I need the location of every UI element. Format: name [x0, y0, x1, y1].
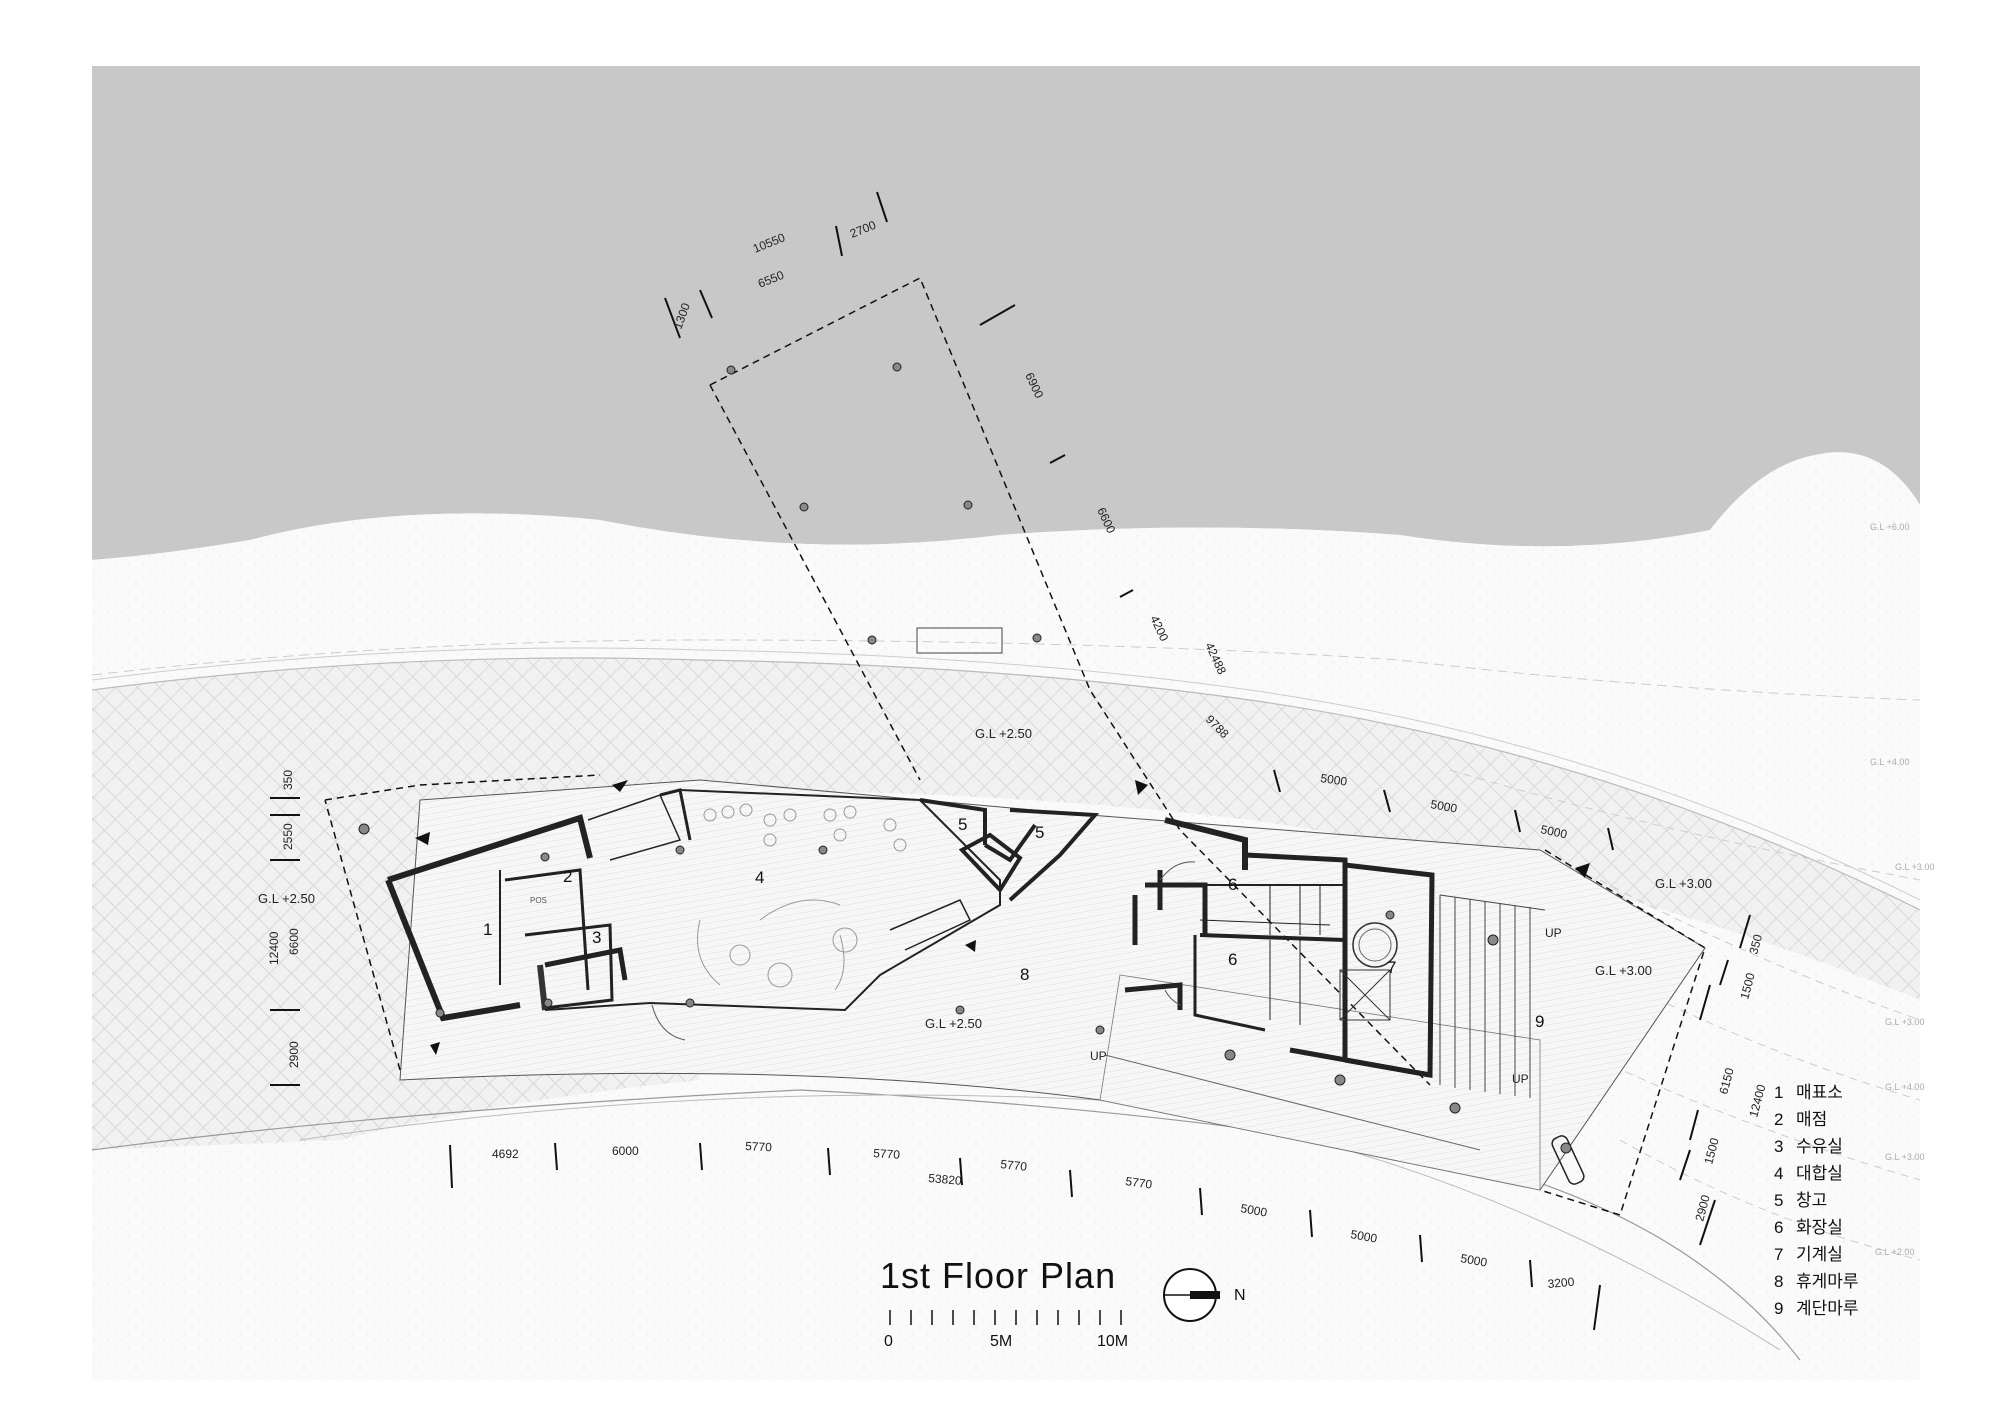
scale-label-0: 0	[884, 1333, 893, 1350]
dim-right-1500-b: 1500	[1701, 1136, 1722, 1166]
room-number-washroom-b: 6	[1228, 950, 1237, 969]
dim-right-6150: 6150	[1716, 1066, 1737, 1096]
legend-num: 8	[1774, 1272, 1783, 1291]
dim-left-350: 350	[281, 770, 295, 790]
legend-num: 7	[1774, 1245, 1783, 1264]
dim-left-6600: 6600	[287, 928, 301, 955]
room-number-nursing: 3	[592, 928, 601, 947]
legend-name: 화장실	[1796, 1218, 1843, 1238]
legend-name: 수유실	[1796, 1137, 1843, 1157]
dim-bottom-6000: 6000	[612, 1144, 639, 1158]
door-swings	[651, 861, 1196, 1041]
level-label-gl300-c: G.L +3.00	[1885, 1152, 1924, 1162]
level-label-deck: G.L +2.50	[925, 1016, 982, 1031]
dim-bottom-5770-b: 5770	[873, 1146, 901, 1162]
roof-outline-pier-left	[709, 384, 921, 781]
dim-right-2900: 2900	[1692, 1193, 1713, 1223]
pier-dimension-ticks	[664, 191, 1134, 598]
dim-left-2550: 2550	[281, 823, 295, 850]
dim-bottom-5000-a: 5000	[1239, 1201, 1268, 1219]
level-label-gl300-b: G.L +3.00	[1885, 1017, 1924, 1027]
up-label-stair-bottom: UP	[1512, 1072, 1529, 1086]
legend-name: 계단마루	[1796, 1299, 1859, 1319]
dim-bottom-4692: 4692	[492, 1147, 519, 1161]
dim-bottom-5000-b: 5000	[1349, 1227, 1378, 1245]
room-number-rest-deck: 8	[1020, 965, 1029, 984]
dim-left-12400: 12400	[267, 931, 281, 965]
dim-bottom-3200: 3200	[1547, 1275, 1575, 1291]
roof-arrow-markers	[415, 780, 1590, 1055]
washroom-walls	[1124, 817, 1435, 1078]
pier-bench	[916, 627, 1003, 654]
dim-top-5000-a: 5000	[1320, 771, 1349, 789]
roof-outline-pier	[709, 276, 1431, 1086]
room-number-washroom-a: 6	[1228, 875, 1237, 894]
paving-area	[92, 658, 1920, 1000]
legend-num: 6	[1774, 1218, 1783, 1237]
dim-right-350: 350	[1746, 932, 1765, 955]
level-label-gl400-a: G.L +4.00	[1870, 757, 1909, 767]
room-legend: 1 매표소 2 매점 3 수유실 4 대합실 5 창고 6 화장실 7 기계실 …	[1774, 1083, 1859, 1319]
dim-bottom-5000-c: 5000	[1459, 1251, 1488, 1269]
room-number-ticket-office: 1	[483, 920, 492, 939]
room-number-waiting-hall: 4	[755, 868, 764, 887]
dim-top-5000-b: 5000	[1429, 797, 1458, 815]
dim-left-2900: 2900	[287, 1041, 301, 1068]
level-label-gl600: G.L +6.00	[1870, 522, 1909, 532]
pier-columns	[726, 362, 1042, 645]
north-label: N	[1234, 1287, 1246, 1304]
tank-icon	[1352, 922, 1398, 968]
legend-num: 4	[1774, 1164, 1783, 1183]
up-label-stair-top: UP	[1545, 926, 1562, 940]
legend-num: 3	[1774, 1137, 1783, 1156]
legend-name: 매표소	[1796, 1083, 1843, 1103]
legend-name: 대합실	[1796, 1164, 1843, 1184]
building-columns	[358, 823, 1499, 1114]
level-label-gl200: G.L +2.00	[1875, 1247, 1914, 1257]
north-arrow-icon	[1163, 1268, 1220, 1322]
legend-num: 9	[1774, 1299, 1783, 1318]
scale-bar	[889, 1310, 1122, 1325]
dim-bottom-5770-c: 5770	[1000, 1157, 1028, 1174]
legend-num: 5	[1774, 1191, 1783, 1210]
room-number-shop: 2	[563, 867, 572, 886]
legend-num: 2	[1774, 1110, 1783, 1129]
room-number-storage-a: 5	[958, 815, 967, 834]
level-label-right-stair: G.L +3.00	[1595, 963, 1652, 978]
building-walls	[385, 788, 1100, 1022]
plan-title: 1st Floor Plan	[880, 1255, 1116, 1296]
room-number-stair-deck: 9	[1535, 1012, 1544, 1031]
room-number-storage-b: 5	[1035, 823, 1044, 842]
roof-outline-building	[324, 774, 1706, 1216]
dim-bottom-5770-a: 5770	[745, 1139, 773, 1154]
legend-name: 매점	[1796, 1110, 1827, 1130]
legend-name: 휴게마루	[1796, 1272, 1859, 1292]
level-label-gl400-b: G.L +4.00	[1885, 1082, 1924, 1092]
legend-name: 기계실	[1796, 1245, 1843, 1265]
legend-name: 창고	[1796, 1191, 1827, 1211]
scale-label-10m: 10M	[1097, 1333, 1128, 1350]
water-area	[92, 66, 1920, 560]
dim-right-1500-a: 1500	[1737, 971, 1758, 1001]
stair-steps	[1439, 894, 1546, 1098]
level-label-left: G.L +2.50	[258, 891, 315, 906]
legend-num: 1	[1774, 1083, 1783, 1102]
up-label-deck: UP	[1090, 1049, 1107, 1063]
scale-label-5m: 5M	[990, 1333, 1012, 1350]
level-label-promenade: G.L +2.50	[975, 726, 1032, 741]
level-label-gl300-a: G.L +3.00	[1895, 862, 1934, 872]
dim-bottom-5770-d: 5770	[1125, 1174, 1154, 1192]
dim-bottom-53820: 53820	[928, 1171, 963, 1188]
room-number-mechanical: 7	[1387, 958, 1396, 977]
hall-furniture	[697, 803, 907, 991]
pos-label: POS	[530, 896, 547, 905]
dim-top-5000-c: 5000	[1539, 822, 1568, 841]
level-label-right-top: G.L +3.00	[1655, 876, 1712, 891]
